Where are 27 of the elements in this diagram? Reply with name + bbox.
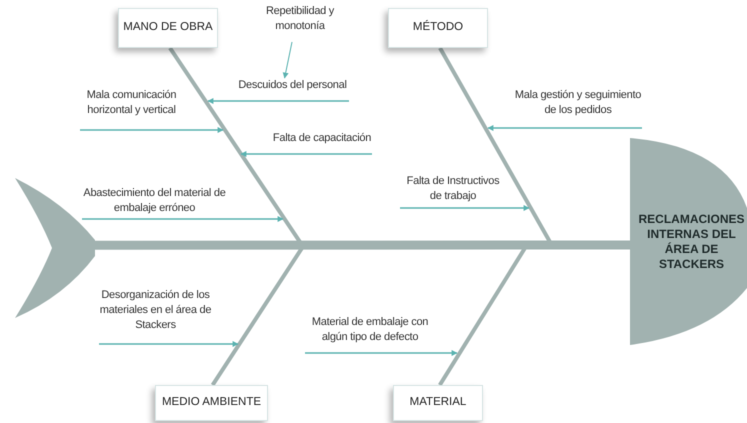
cause-text: Mala gestión y seguimiento de los pedidos — [514, 88, 642, 128]
cause-arrow — [282, 42, 292, 79]
cause-text: Desorganización de los materiales en el área de Stackers — [99, 288, 212, 344]
bone-line — [210, 246, 304, 386]
cause-text: Repetibilidad y monotonía — [250, 4, 350, 42]
cause-text: Falta de capacitación — [272, 131, 372, 154]
cause-arrow — [400, 205, 530, 211]
cause-arrow — [82, 216, 284, 222]
cause-arrow — [487, 125, 642, 131]
cause-arrow — [240, 151, 372, 157]
bone-line — [438, 246, 527, 386]
cause-arrow — [80, 127, 224, 133]
cause-text: Mala comunicación horizontal y vertical — [80, 88, 183, 130]
category-box: MÉTODO — [388, 8, 488, 48]
category-box: MEDIO AMBIENTE — [155, 385, 268, 421]
cause-arrow — [305, 350, 458, 356]
cause-text: Abastecimiento del material de embalaje erróneo — [82, 186, 227, 219]
cause-text: Descuidos del personal — [236, 78, 349, 101]
cause-text: Material de embalaje con algún tipo de defecto — [305, 315, 435, 353]
cause-text: Falta de Instructivos de trabajo — [400, 174, 506, 208]
cause-arrow — [99, 341, 239, 347]
bone-line — [438, 47, 552, 243]
category-box: MATERIAL — [393, 385, 483, 421]
effect-label: RECLAMACIONES INTERNAS DEL ÁREA DE STACKERS — [638, 212, 746, 272]
fish-spine — [95, 240, 630, 250]
cause-arrow — [207, 98, 349, 104]
category-box: MANO DE OBRA — [118, 8, 218, 48]
